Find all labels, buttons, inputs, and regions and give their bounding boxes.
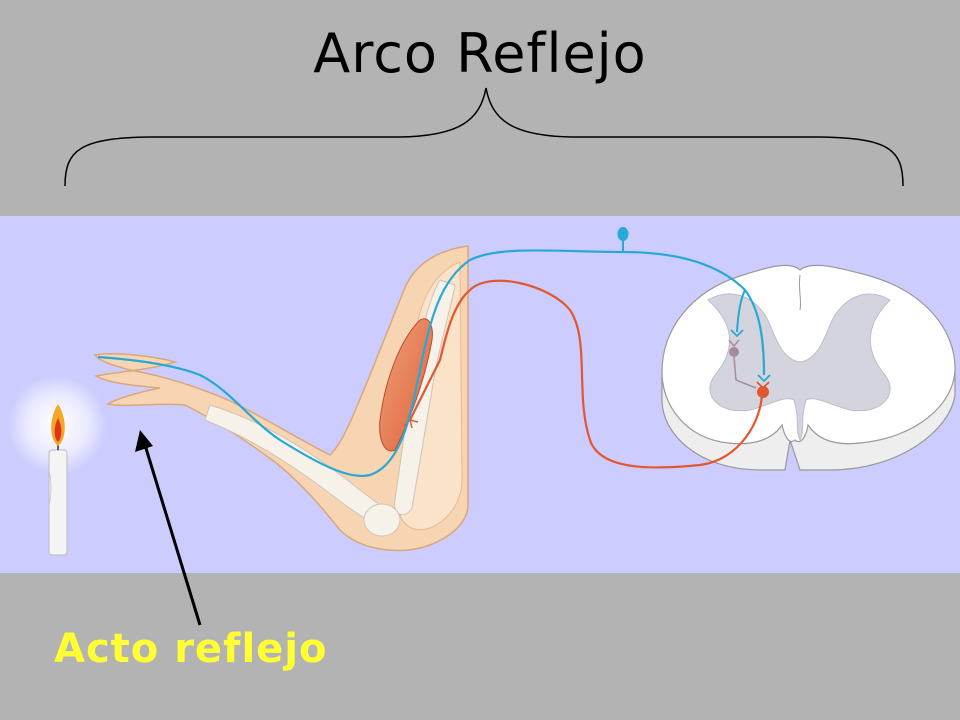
elbow-joint: [363, 503, 401, 537]
caption-acto-reflejo: Acto reflejo: [54, 626, 328, 672]
spinal-cord-icon: [661, 264, 956, 471]
brace-icon: [64, 87, 904, 187]
biceps-muscle: [379, 318, 433, 452]
interneuron-icon: [728, 339, 757, 389]
motor-neuron: [409, 279, 764, 469]
arrow-icon: [143, 444, 202, 626]
sensory-branch: [736, 289, 746, 333]
slide-title: Arco Reflejo: [313, 22, 647, 85]
motor-neuron-body: [757, 386, 769, 398]
arm-skin: [93, 245, 469, 552]
sensory-neuron: [97, 249, 766, 477]
dorsal-root-ganglion: [617, 227, 629, 241]
arrow-head: [135, 430, 153, 452]
candle-icon: [48, 404, 68, 556]
